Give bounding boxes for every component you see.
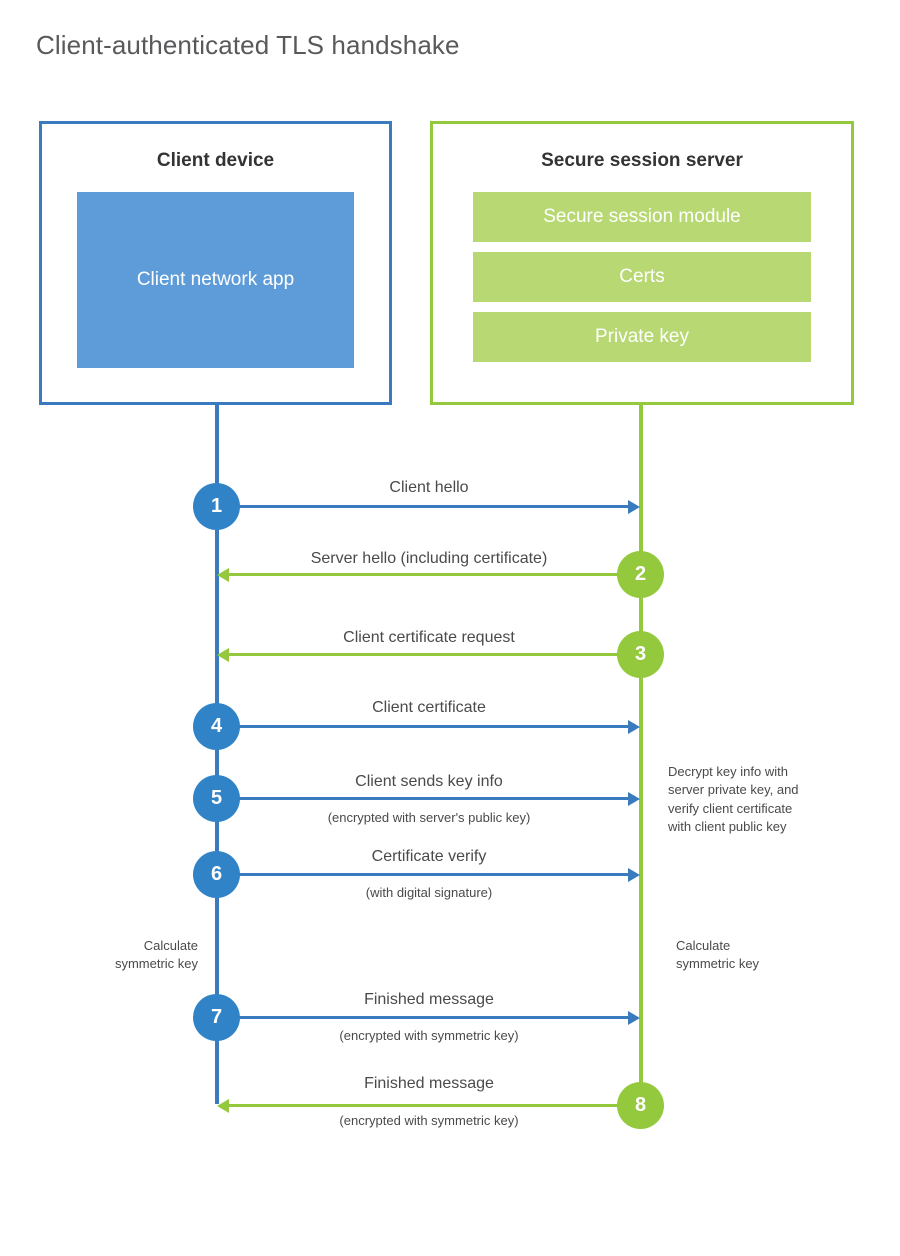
step-1-badge[interactable]: 1: [193, 483, 240, 530]
step-1-arrow: [217, 499, 640, 514]
server-lifeline: [639, 404, 643, 1105]
step-8-label: Finished message: [364, 1075, 494, 1092]
step-2-badge[interactable]: 2: [617, 551, 664, 598]
arrowhead-left-icon: [217, 1098, 229, 1113]
client-device-title: Client device: [156, 150, 275, 171]
secure-session-server-box: Secure session server Secure session mod…: [430, 121, 854, 405]
step-7-sublabel: (encrypted with symmetric key): [339, 1028, 519, 1043]
step-3-label: Client certificate request: [343, 629, 515, 646]
server-decrypt-note: Decrypt key info with server private key…: [668, 764, 799, 835]
step-6-sublabel: (with digital signature): [365, 885, 493, 900]
server-component-certs: Certs: [473, 252, 811, 302]
step-3-badge[interactable]: 3: [617, 631, 664, 678]
step-5-sublabel: (encrypted with server's public key): [327, 810, 531, 825]
step-6-arrow: [217, 867, 640, 882]
arrowhead-right-icon: [628, 1010, 640, 1025]
server-component-stack: Secure session module Certs Private key: [473, 192, 811, 362]
step-5-badge[interactable]: 5: [193, 775, 240, 822]
step-8-arrow: [217, 1098, 629, 1113]
step-8-badge[interactable]: 8: [617, 1082, 664, 1129]
server-calculate-symmetric-key-note: Calculate symmetric key: [676, 938, 760, 972]
step-2-label: Server hello (including certificate): [310, 550, 548, 567]
client-lifeline: [215, 404, 219, 1104]
step-5-label: Client sends key info: [355, 773, 503, 790]
step-3-arrow: [217, 647, 629, 662]
step-4-label: Client certificate: [372, 699, 486, 716]
step-5-arrow: [217, 791, 640, 806]
arrowhead-right-icon: [628, 719, 640, 734]
step-7-badge[interactable]: 7: [193, 994, 240, 1041]
server-component-secure-session-module: Secure session module: [473, 192, 811, 242]
step-1-label: Client hello: [389, 479, 469, 496]
page-title: Client-authenticated TLS handshake: [36, 30, 460, 60]
step-4-arrow: [217, 719, 640, 734]
arrowhead-right-icon: [628, 791, 640, 806]
server-component-private-key: Private key: [473, 312, 811, 362]
step-6-label: Certificate verify: [371, 848, 487, 865]
client-calculate-symmetric-key-note: Calculate symmetric key: [114, 938, 198, 972]
step-6-badge[interactable]: 6: [193, 851, 240, 898]
step-7-label: Finished message: [364, 991, 494, 1008]
arrowhead-left-icon: [217, 647, 229, 662]
secure-session-server-title: Secure session server: [541, 150, 743, 171]
step-2-arrow: [217, 567, 629, 582]
step-8-sublabel: (encrypted with symmetric key): [339, 1113, 519, 1128]
arrowhead-left-icon: [217, 567, 229, 582]
step-7-arrow: [217, 1010, 640, 1025]
step-4-badge[interactable]: 4: [193, 703, 240, 750]
arrowhead-right-icon: [628, 499, 640, 514]
client-network-app-block: Client network app: [77, 192, 354, 368]
client-device-box: Client device Client network app: [39, 121, 392, 405]
arrowhead-right-icon: [628, 867, 640, 882]
